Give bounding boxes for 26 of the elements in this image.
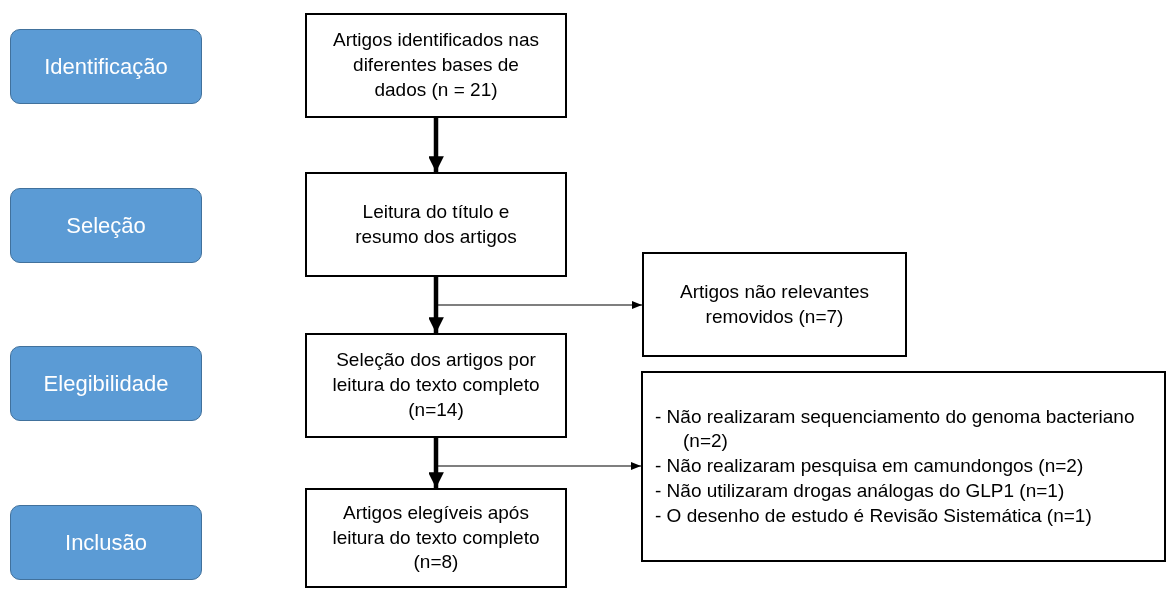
box-text: Artigos não relevantes removidos (n=7) xyxy=(678,279,871,329)
arrow xyxy=(428,438,444,488)
box-text: Artigos identificados nas diferentes bases de dados (n = 21) xyxy=(332,28,540,102)
list-item: - Não realizaram pesquisa em camundongos (n=2) xyxy=(655,454,1084,479)
stage-label-box xyxy=(10,346,202,421)
box-text: Inclusão xyxy=(65,529,147,556)
box-text: Seleção xyxy=(66,212,146,239)
box-text: Identificação xyxy=(44,53,168,80)
box-text: Seleção dos artigos por leitura do texto completo (n=14) xyxy=(331,348,541,422)
list-item: - Não realizaram sequenciamento do genoma bacteriano (n=2) xyxy=(655,404,1136,454)
process-box xyxy=(305,488,567,588)
stage-label-box xyxy=(10,188,202,263)
process-box xyxy=(305,13,567,118)
process-box xyxy=(305,333,567,438)
stage-label-box xyxy=(10,29,202,104)
box-text: Leitura do título e resumo dos artigos xyxy=(354,199,518,249)
stage-label-box xyxy=(10,505,202,580)
box-text: Artigos elegíveis após leitura do texto completo (n=8) xyxy=(331,500,541,575)
box-text: Elegibilidade xyxy=(43,370,169,397)
exclusion-list-box xyxy=(641,371,1166,562)
process-box xyxy=(305,172,567,277)
process-box xyxy=(642,252,907,357)
list-item: - Não utilizaram drogas análogas do GLP1 (n=1) xyxy=(655,478,1065,503)
arrow xyxy=(428,277,444,333)
list-item: - O desenho de estudo é Revisão Sistemática (n=1) xyxy=(655,503,1092,528)
arrow xyxy=(428,118,444,172)
